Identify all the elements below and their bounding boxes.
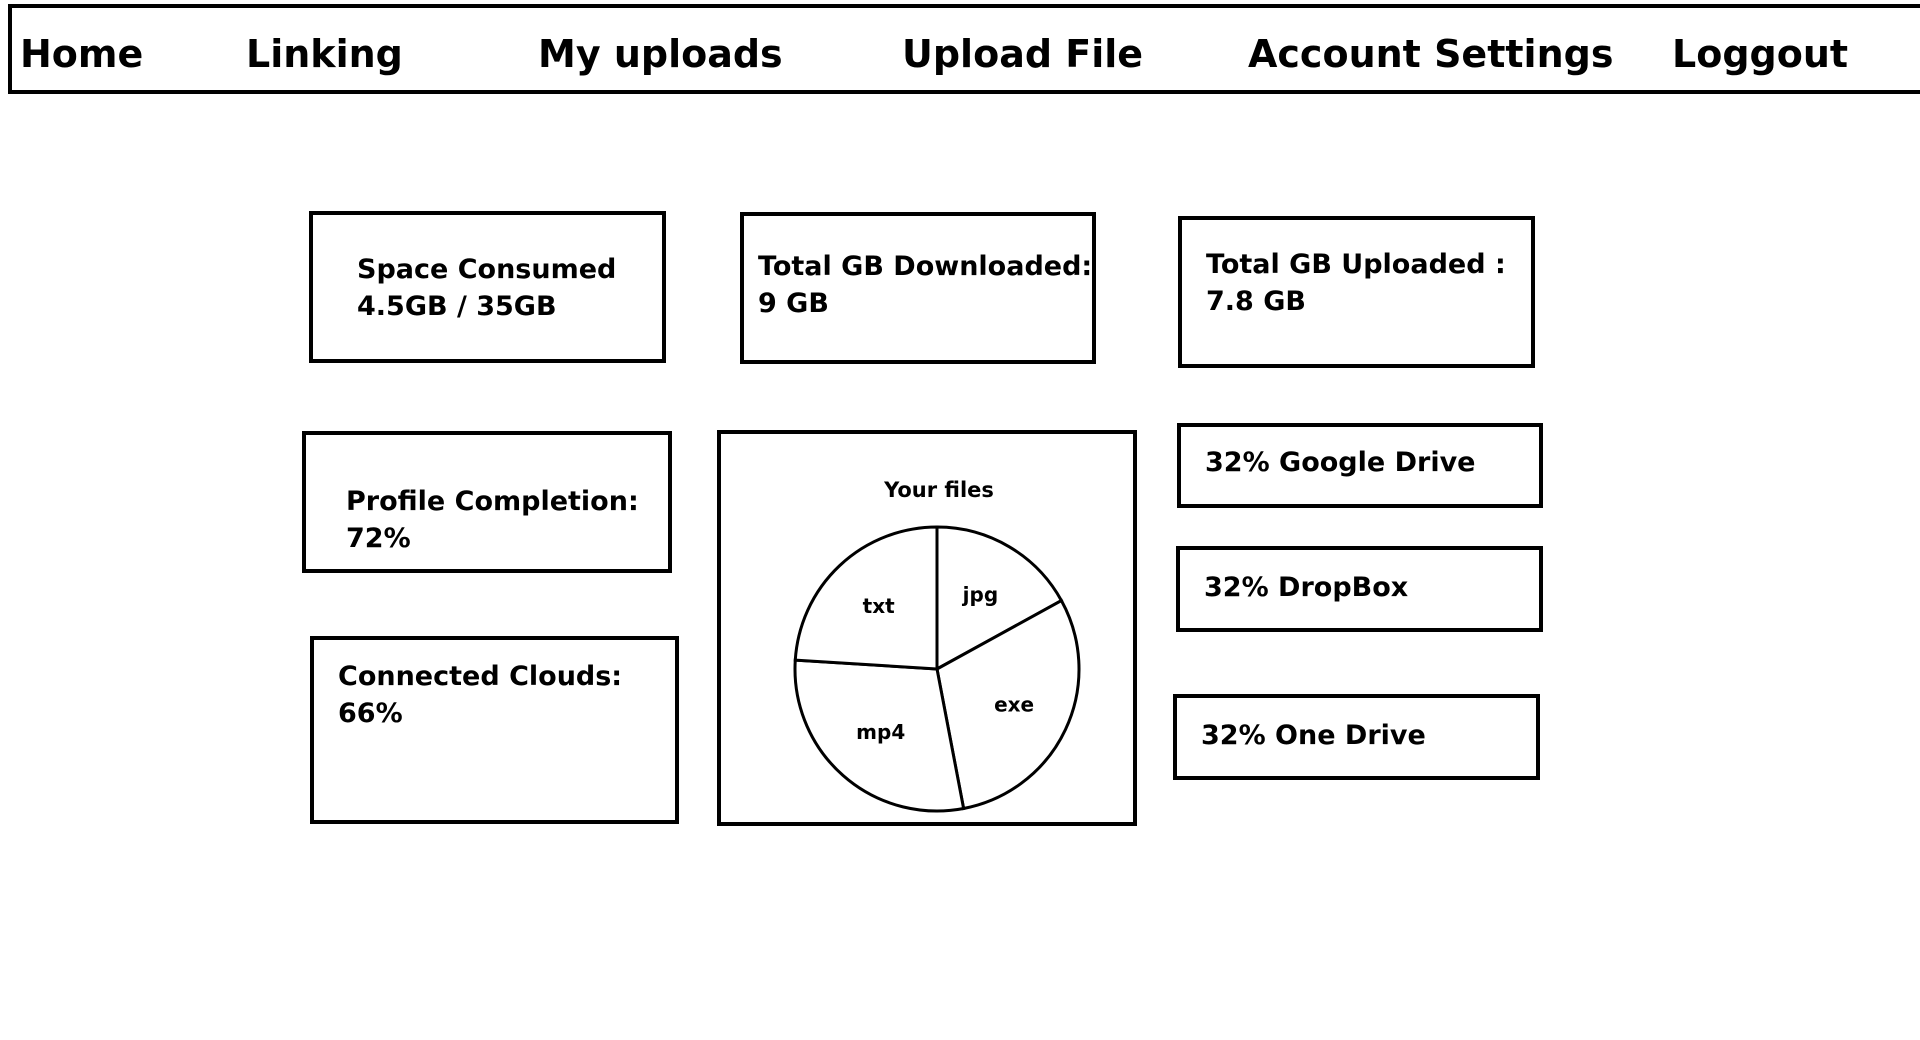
total-uploaded-card: Total GB Uploaded : 7.8 GB (1178, 216, 1535, 368)
nav-my-uploads-link[interactable]: My uploads (538, 32, 783, 76)
profile-completion-card: Profile Completion: 72% (302, 431, 672, 573)
total-downloaded-value: 9 GB (758, 288, 829, 319)
google-drive-card: 32% Google Drive (1177, 423, 1543, 508)
nav-home-link[interactable]: Home (20, 32, 144, 76)
total-uploaded-value: 7.8 GB (1206, 286, 1306, 317)
chart-title: Your files (883, 478, 994, 502)
onedrive-percent: 32% (1201, 720, 1266, 751)
profile-completion-value: 72% (346, 523, 411, 554)
files-pie-chart: Your files jpg exe mp4 txt (793, 478, 1081, 813)
connected-clouds-label: Connected Clouds: (338, 661, 623, 692)
connected-clouds-value: 66% (338, 698, 403, 729)
space-consumed-label: Space Consumed (357, 254, 617, 285)
total-uploaded-label: Total GB Uploaded : (1206, 249, 1506, 280)
google-drive-name: Google Drive (1279, 447, 1476, 478)
total-downloaded-label: Total GB Downloaded: (758, 251, 1093, 282)
nav-upload-file-link[interactable]: Upload File (902, 32, 1144, 76)
pie-label-jpg: jpg (962, 583, 999, 607)
space-consumed-value: 4.5GB / 35GB (357, 291, 557, 322)
nav-logout-link[interactable]: Loggout (1672, 32, 1849, 76)
space-consumed-card: Space Consumed 4.5GB / 35GB (309, 211, 666, 363)
pie-label-txt: txt (863, 594, 895, 618)
connected-clouds-card: Connected Clouds: 66% (310, 636, 679, 824)
dropbox-card: 32% DropBox (1176, 546, 1543, 632)
files-chart-panel: Your files jpg exe mp4 txt (717, 430, 1137, 826)
top-nav-bar: Home Linking My uploads Upload File Acco… (8, 4, 1920, 94)
dropbox-percent: 32% (1204, 572, 1269, 603)
profile-completion-label: Profile Completion: (346, 486, 639, 517)
pie-slice-txt (793, 525, 939, 671)
dropbox-name: DropBox (1278, 572, 1409, 603)
google-drive-percent: 32% (1205, 447, 1270, 478)
onedrive-card: 32% One Drive (1173, 694, 1540, 780)
pie-label-mp4: mp4 (856, 720, 905, 744)
pie-slice-mp4 (793, 658, 966, 813)
nav-account-settings-link[interactable]: Account Settings (1248, 32, 1614, 76)
onedrive-name: One Drive (1275, 720, 1426, 751)
nav-linking-link[interactable]: Linking (246, 32, 403, 76)
pie-slice-jpg (935, 525, 1064, 672)
pie-slice-exe (935, 598, 1081, 811)
total-downloaded-card: Total GB Downloaded: 9 GB (740, 212, 1096, 364)
pie-label-exe: exe (994, 692, 1034, 716)
